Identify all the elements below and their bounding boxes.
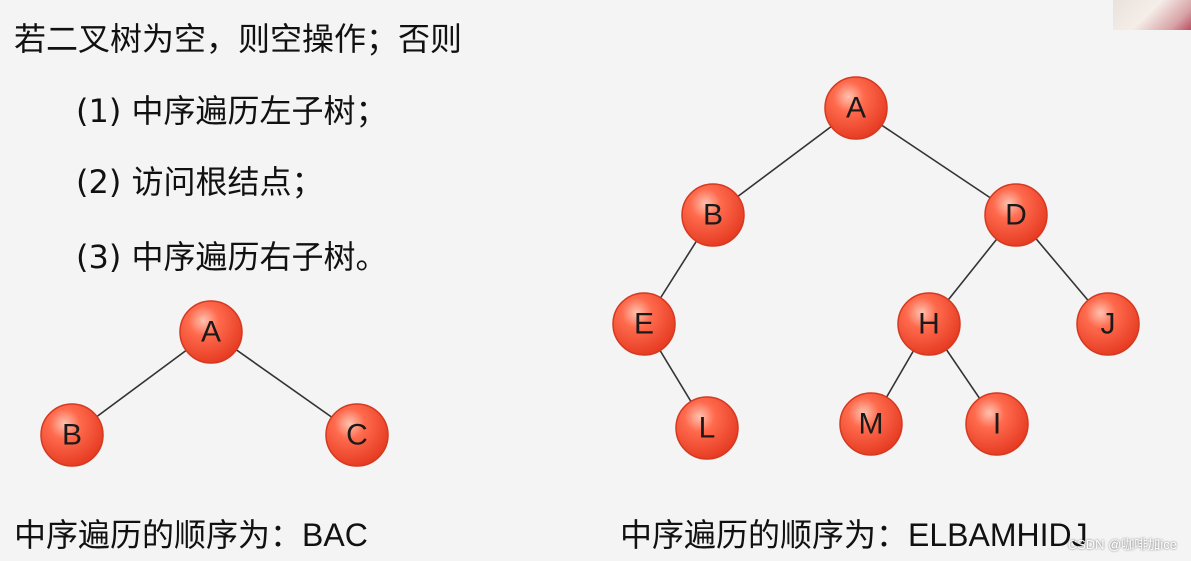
small-tree-caption-prefix: 中序遍历的顺序为：	[14, 516, 303, 554]
heading-text: 若二叉树为空，则空操作；否则	[14, 20, 463, 58]
node-d-large-label: D	[1005, 199, 1027, 232]
node-e-large-label: E	[634, 308, 654, 341]
node-h-large-label: H	[918, 308, 940, 341]
node-a-small: A	[179, 300, 243, 364]
node-m-large-label: M	[859, 408, 884, 441]
step-3: (3) 中序遍历右子树。	[76, 238, 388, 276]
node-c-small: C	[325, 403, 389, 467]
small-tree-caption: 中序遍历的顺序为：BAC	[14, 510, 368, 556]
node-l-large-label: L	[699, 412, 716, 445]
node-a-large-label: A	[846, 92, 866, 125]
node-b-large-label: B	[703, 199, 723, 232]
node-b-small-label: B	[62, 419, 82, 452]
node-i-large-label: I	[993, 408, 1001, 441]
node-j-large: J	[1076, 292, 1140, 356]
corner-thumbnail	[1113, 0, 1191, 30]
large-tree-caption-prefix: 中序遍历的顺序为：	[620, 516, 909, 554]
large-tree-nodes: A B D E H J L	[612, 76, 1140, 460]
small-tree-caption-sequence: BAC	[302, 517, 368, 553]
small-tree-nodes: A B C	[40, 300, 389, 467]
node-j-large-label: J	[1101, 308, 1116, 341]
node-e-large: E	[612, 292, 676, 356]
node-a-small-label: A	[201, 316, 221, 349]
node-a-large: A	[824, 76, 888, 140]
node-b-large: B	[681, 183, 745, 247]
step-2: (2) 访问根结点；	[76, 163, 324, 201]
node-b-small: B	[40, 403, 104, 467]
large-tree-edges	[643, 107, 1109, 429]
node-h-large: H	[897, 292, 961, 356]
node-l-large: L	[675, 396, 739, 460]
large-tree-caption: 中序遍历的顺序为：ELBAMHIDJ	[620, 510, 1088, 556]
node-c-small-label: C	[346, 419, 368, 452]
node-i-large: I	[965, 392, 1029, 456]
node-m-large: M	[839, 392, 903, 456]
node-d-large: D	[984, 183, 1048, 247]
watermark: CSDN @咖啡加ice	[1067, 537, 1177, 552]
large-tree-caption-sequence: ELBAMHIDJ	[908, 517, 1088, 553]
step-1: (1) 中序遍历左子树；	[76, 92, 388, 130]
edge-a-d	[855, 107, 1017, 216]
